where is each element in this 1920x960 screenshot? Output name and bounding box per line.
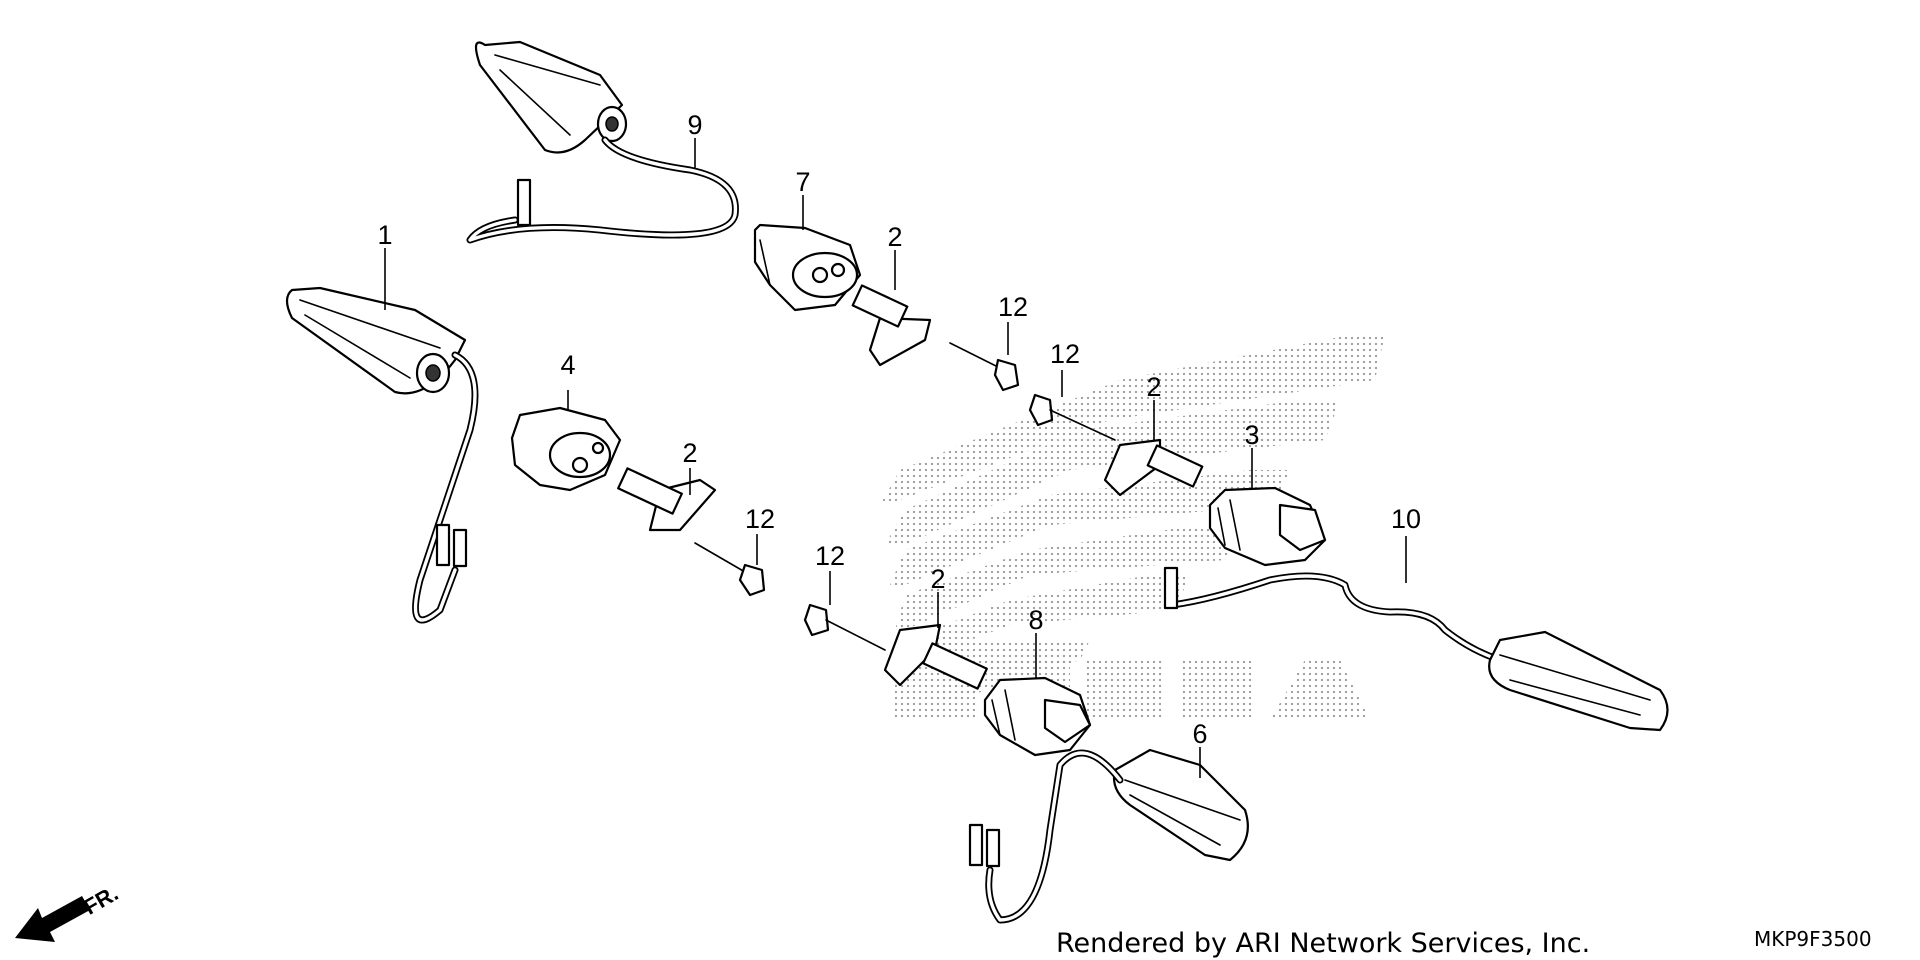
socket-upper[interactable] [753,223,862,312]
winker-assembly-left[interactable] [285,286,479,624]
front-arrow-icon [15,896,90,942]
winker-assembly-lower[interactable] [968,748,1249,924]
render-credit: Rendered by ARI Network Services, Inc. [1056,928,1591,959]
callout-10: 10 [1391,504,1421,534]
bolt-a[interactable] [949,342,1020,392]
front-direction-label: FR. [79,880,122,919]
callout-12-c: 12 [745,504,775,534]
bolt-b[interactable] [1028,393,1116,441]
callout-12-b: 12 [1050,339,1080,369]
spacer-plate-c[interactable] [1103,438,1204,497]
spacer-plate-a[interactable] [851,284,932,367]
spacer-plate-d[interactable] [883,623,988,690]
callout-12-a: 12 [998,292,1028,322]
socket-lower[interactable] [983,676,1092,757]
callout-7: 7 [795,167,810,197]
callout-6: 6 [1192,719,1207,749]
callout-1: 1 [377,220,392,250]
leader-lines [384,138,1407,778]
bolt-c[interactable] [694,542,766,597]
callout-9: 9 [687,110,702,140]
callout-8: 8 [1028,605,1043,635]
spacer-plate-b[interactable] [617,467,717,532]
diagram-code: MKP9F3500 [1754,927,1872,951]
callout-12-d: 12 [815,541,845,571]
callout-4: 4 [560,350,575,380]
socket-right[interactable] [1208,486,1327,567]
bolt-d[interactable] [803,603,886,651]
winker-assembly-upper[interactable] [466,40,739,244]
callout-2-d: 2 [930,564,945,594]
front-direction-indicator: FR. [15,880,122,942]
callout-2-c: 2 [1146,372,1161,402]
callout-2-b: 2 [682,438,697,468]
callout-2-a: 2 [887,222,902,252]
callout-labels: 1 2 2 2 2 3 4 6 7 8 9 10 12 12 12 12 [377,110,1421,749]
callout-3: 3 [1244,420,1259,450]
socket-left[interactable] [510,406,622,492]
winker-assembly-right[interactable] [1163,566,1669,732]
